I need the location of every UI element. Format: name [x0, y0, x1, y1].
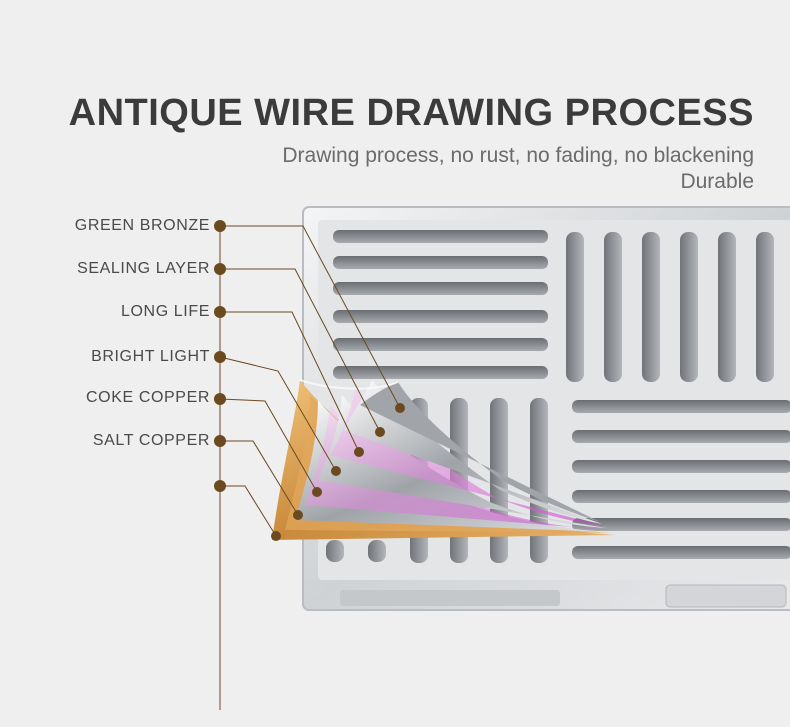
layer-dot	[312, 487, 322, 497]
layer-dot	[331, 466, 341, 476]
subtitle-line-2: Durable	[680, 170, 754, 193]
page-subtitle: Drawing process, no rust, no fading, no …	[282, 143, 754, 195]
layer-cross-section	[272, 379, 615, 540]
callout-dots	[214, 220, 405, 541]
subtitle-line-1: Drawing process, no rust, no fading, no …	[282, 144, 754, 167]
callout-dot	[214, 220, 226, 232]
layer-dot	[271, 531, 281, 541]
layer-dot	[293, 510, 303, 520]
callout-dot	[214, 435, 226, 447]
layer-dot	[395, 403, 405, 413]
slots-top-left	[333, 230, 548, 379]
layer-dot	[375, 427, 385, 437]
label-coke-copper: COKE COPPER	[86, 389, 210, 406]
slots-bottom-right	[572, 400, 790, 559]
callout-dot	[214, 480, 226, 492]
callout-dot	[214, 306, 226, 318]
callout-dot	[214, 263, 226, 275]
label-sealing-layer: SEALING LAYER	[77, 260, 210, 277]
layer-dot	[354, 447, 364, 457]
slots-top-right	[566, 232, 774, 382]
label-salt-copper: SALT COPPER	[92, 432, 210, 449]
callout-dot	[214, 393, 226, 405]
label-green-bronze: GREEN BRONZE	[74, 217, 210, 234]
label-long-life: LONG LIFE	[121, 303, 210, 320]
callout-dot	[214, 351, 226, 363]
page-title: ANTIQUE WIRE DRAWING PROCESS	[68, 92, 754, 134]
label-bright-light: BRIGHT LIGHT	[91, 348, 210, 365]
